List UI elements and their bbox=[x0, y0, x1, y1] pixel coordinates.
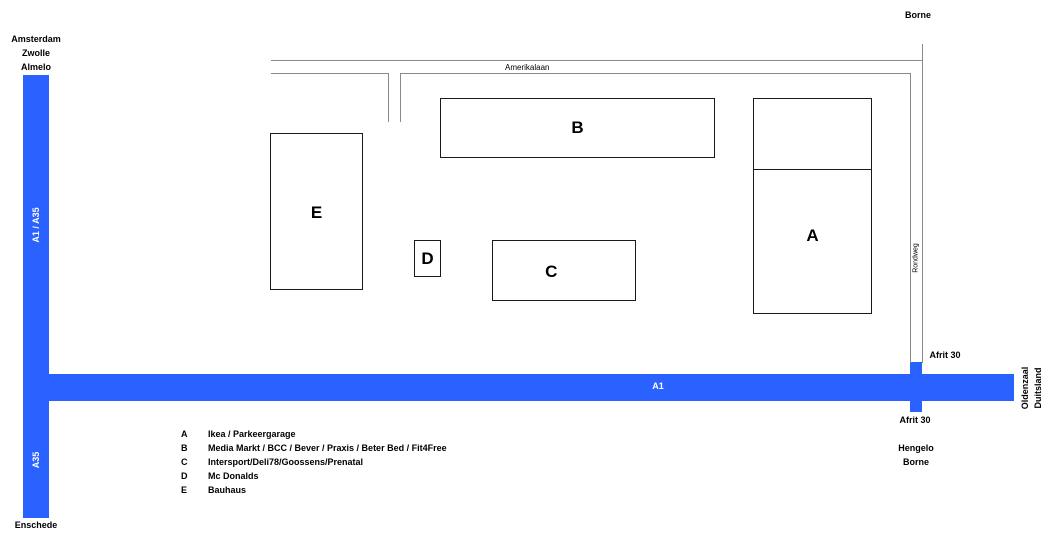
highway-vertical-bottom: A35 bbox=[23, 400, 49, 518]
amerikalaan-line-lower-right bbox=[400, 73, 910, 74]
legend-key: D bbox=[181, 471, 188, 481]
building-a-upper bbox=[753, 98, 872, 171]
legend: A Ikea / Parkeergarage B Media Markt / B… bbox=[181, 427, 601, 502]
highway-a1-label: A1 bbox=[652, 381, 664, 391]
building-e: E bbox=[270, 133, 363, 290]
rondweg-label: Rondweg bbox=[912, 243, 920, 273]
exit-south-label: Afrit 30 bbox=[899, 415, 931, 425]
legend-desc: Media Markt / BCC / Bever / Praxis / Bet… bbox=[208, 443, 447, 453]
building-a: A bbox=[753, 169, 872, 314]
highway-a1: A1 bbox=[23, 374, 1014, 401]
side-street-left bbox=[388, 73, 389, 122]
highway-vertical-top: A1 / A35 bbox=[23, 75, 49, 375]
highway-vertical-bottom-label: A35 bbox=[31, 451, 41, 469]
highway-vertical-top-label: A1 / A35 bbox=[31, 207, 41, 243]
destination-east: Oldenzaal Duitsland bbox=[1019, 367, 1045, 410]
rondweg-line-right bbox=[922, 44, 923, 363]
side-street-right bbox=[400, 73, 401, 122]
building-b: B bbox=[440, 98, 715, 158]
exit-north-label: Afrit 30 bbox=[929, 350, 961, 360]
destination-borne-bottom: Borne bbox=[902, 457, 929, 467]
destination-enschede: Enschede bbox=[14, 520, 58, 530]
destination-borne-top: Borne bbox=[904, 10, 931, 20]
exit-south-stub bbox=[910, 399, 922, 412]
building-e-label: E bbox=[310, 203, 323, 223]
building-c: C bbox=[492, 240, 636, 301]
destination-oldenzaal: Oldenzaal bbox=[1020, 366, 1030, 410]
legend-desc: Mc Donalds bbox=[208, 471, 259, 481]
destination-duitsland: Duitsland bbox=[1033, 367, 1043, 409]
legend-key: C bbox=[181, 457, 188, 467]
legend-desc: Bauhaus bbox=[208, 485, 247, 495]
destination-almelo: Almelo bbox=[20, 62, 51, 72]
exit-north-stub bbox=[910, 362, 922, 376]
amerikalaan-label: Amerikalaan bbox=[505, 63, 550, 72]
building-d-label: D bbox=[421, 249, 434, 269]
destination-amsterdam: Amsterdam bbox=[11, 34, 61, 44]
legend-desc: Ikea / Parkeergarage bbox=[208, 429, 296, 439]
legend-desc: Intersport/Deli78/Goossens/Prenatal bbox=[208, 457, 364, 467]
building-c-label: C bbox=[545, 262, 558, 282]
amerikalaan-line-upper bbox=[271, 60, 923, 61]
amerikalaan-line-lower-left bbox=[271, 73, 389, 74]
rondweg-line-left bbox=[910, 73, 911, 363]
building-a-label: A bbox=[806, 225, 819, 245]
destination-hengelo: Hengelo bbox=[898, 443, 934, 453]
building-d: D bbox=[414, 240, 441, 277]
legend-key: A bbox=[181, 429, 188, 439]
destination-zwolle: Zwolle bbox=[21, 48, 50, 58]
legend-key: E bbox=[181, 485, 188, 495]
building-b-label: B bbox=[571, 118, 584, 137]
legend-key: B bbox=[181, 443, 188, 453]
